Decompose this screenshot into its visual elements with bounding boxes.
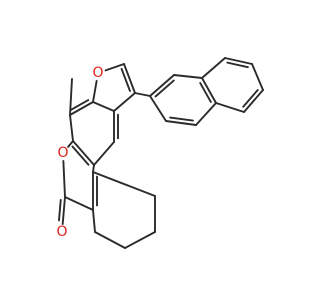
bond-line <box>120 67 131 92</box>
bond-line <box>58 198 62 222</box>
bond-line <box>134 92 151 97</box>
bond-line <box>251 63 264 91</box>
bond-line <box>113 92 136 112</box>
bond-line <box>149 74 175 97</box>
bond-line <box>72 140 95 166</box>
bond-line <box>124 231 156 249</box>
bond-line <box>201 77 217 104</box>
bond-line <box>64 196 94 211</box>
bond-line <box>92 101 115 112</box>
bond-lines <box>58 57 264 249</box>
bond-line <box>69 99 90 111</box>
bond-line <box>69 78 73 116</box>
bond-line <box>67 140 74 148</box>
furan-oxygen-label: O <box>92 65 103 81</box>
bond-line <box>92 209 96 233</box>
bond-line <box>92 171 156 197</box>
bond-line <box>226 61 249 69</box>
bond-line <box>224 57 253 65</box>
bond-line <box>195 102 217 126</box>
bond-line <box>123 63 136 94</box>
bond-line <box>173 74 203 79</box>
ring-oxygen-label: O <box>57 145 68 161</box>
bond-line <box>242 89 259 108</box>
bond-line <box>93 141 115 166</box>
bond-line <box>243 89 264 113</box>
bond-line <box>165 120 197 126</box>
bond-line <box>94 231 126 249</box>
bond-line <box>104 63 125 72</box>
bond-line <box>215 102 245 113</box>
bond-line <box>149 95 167 122</box>
bond-line <box>154 79 175 98</box>
carbonyl-oxygen-label: O <box>56 224 67 240</box>
bond-line <box>169 116 194 122</box>
bond-line <box>69 101 94 116</box>
bond-line <box>199 82 212 103</box>
bond-line <box>92 79 98 103</box>
bond-line <box>69 114 74 142</box>
bond-line <box>201 57 226 79</box>
bond-line <box>61 196 66 225</box>
chemical-structure: O O O <box>56 57 264 249</box>
bond-line <box>71 145 90 166</box>
bond-line <box>62 160 66 198</box>
bond-line <box>92 164 95 173</box>
